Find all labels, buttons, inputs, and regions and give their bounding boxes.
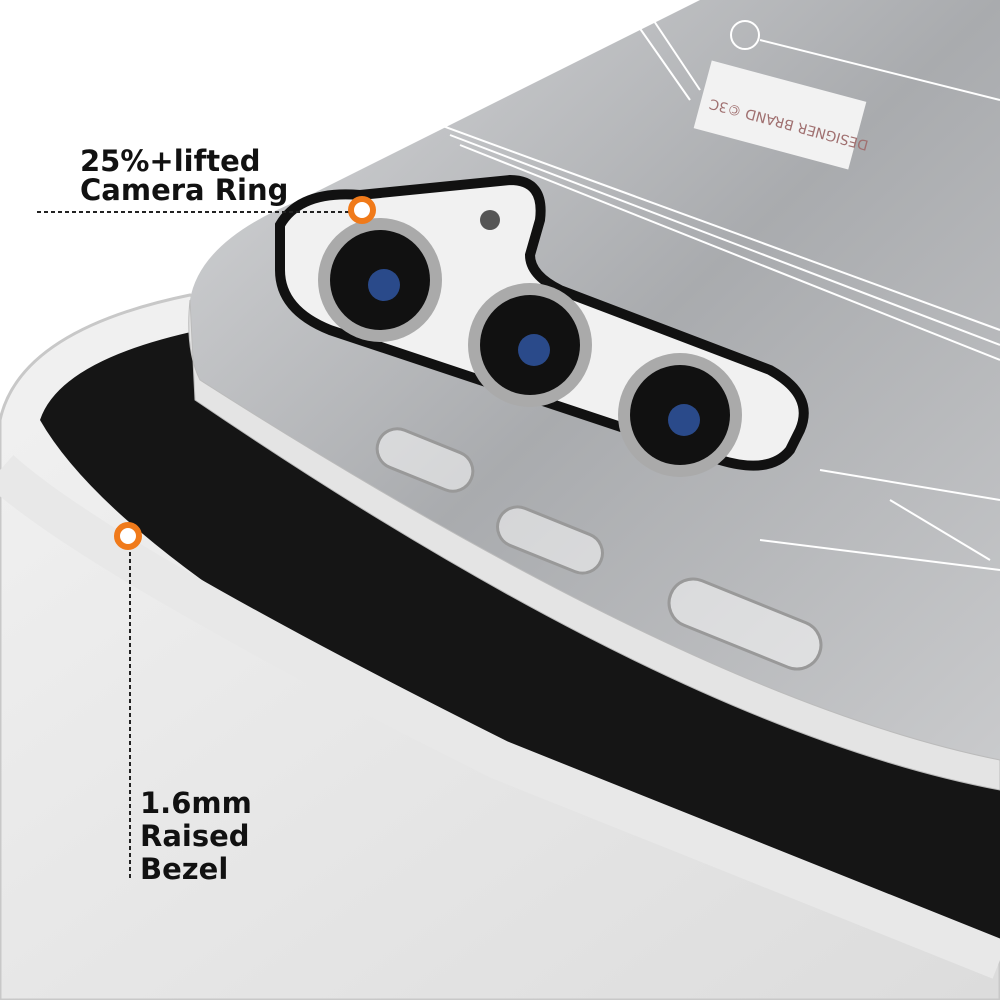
camera-ring-callout: 25%+lifted Camera Ring: [80, 147, 288, 205]
camera-ring-marker: [348, 196, 376, 224]
callout-line: Camera Ring: [80, 173, 289, 207]
phone-screen: [40, 330, 1000, 960]
bezel-marker: [114, 522, 142, 550]
callout-line: Raised: [140, 819, 250, 853]
side-buttons: [375, 427, 823, 671]
callout-line: 1.6mm: [140, 786, 252, 820]
callout-line: Bezel: [140, 852, 229, 886]
logo-label: [693, 60, 867, 170]
callout-line: 25%+lifted: [80, 144, 261, 178]
circuit-pattern: [439, 0, 1000, 571]
camera-lenses: [318, 218, 742, 477]
bezel-callout: 1.6mm Raised Bezel: [140, 787, 252, 886]
